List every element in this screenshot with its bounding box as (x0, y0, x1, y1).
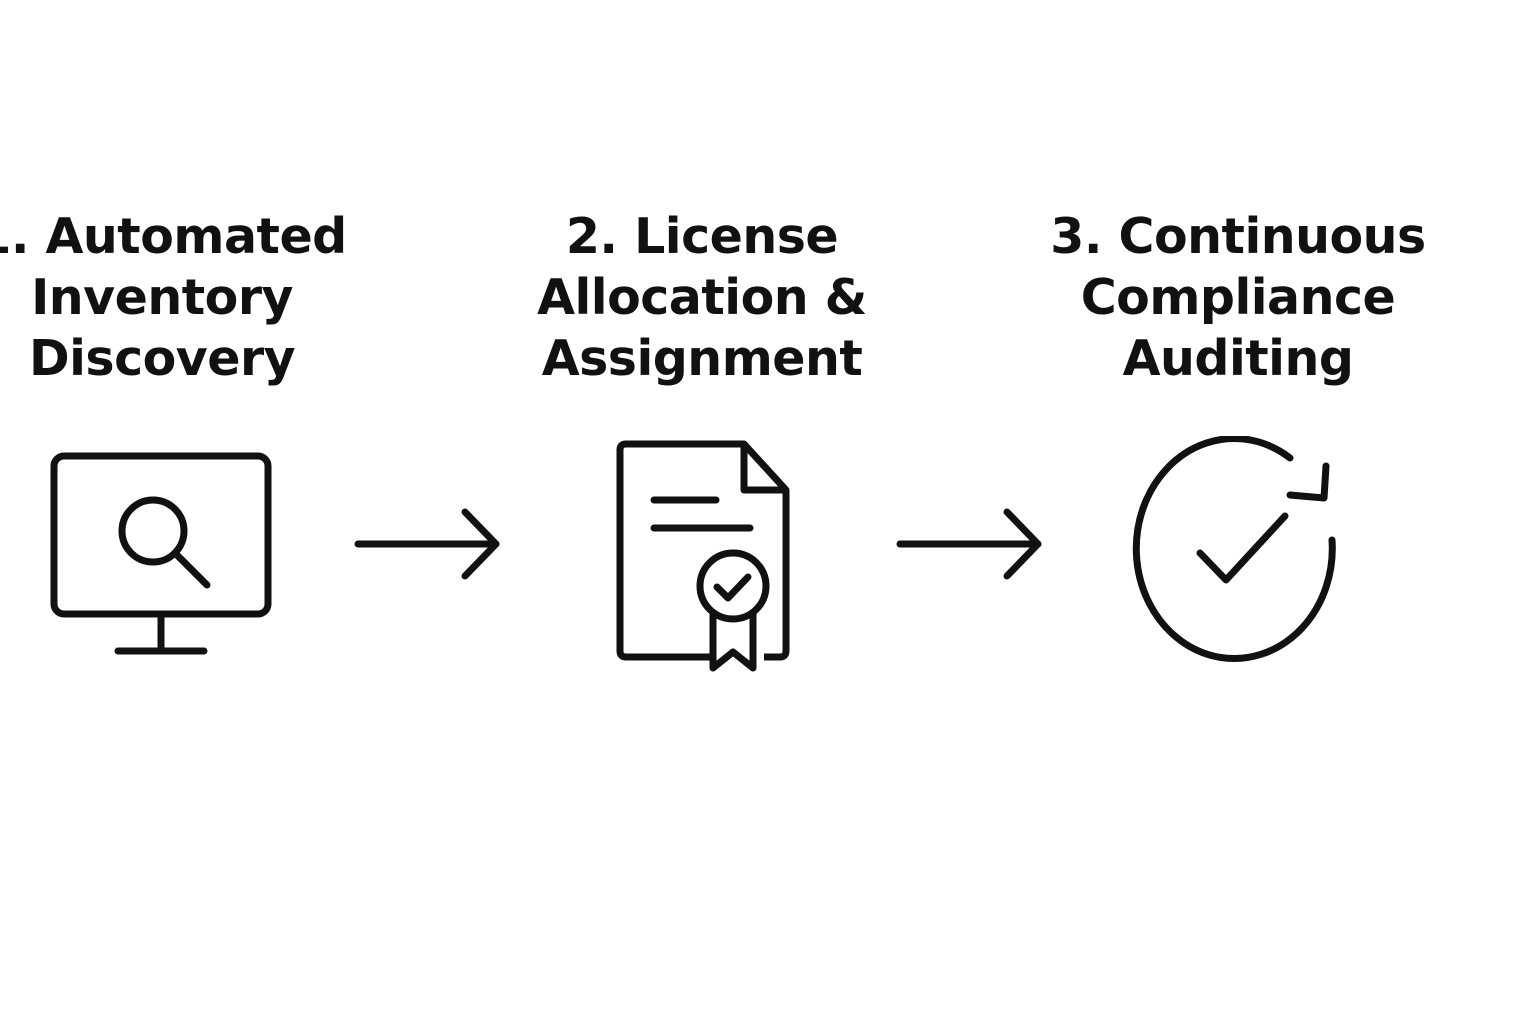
step-3-title-line-3: Auditing (1122, 330, 1354, 387)
step-2-title-line-1: 2. License (565, 208, 839, 265)
step-1-title: 1. Automated Inventory Discovery (0, 206, 402, 389)
refresh-check-icon (1130, 436, 1350, 668)
arrow-right-icon (354, 506, 504, 582)
license-certificate-icon (614, 438, 794, 674)
step-2-title: 2. License Allocation & Assignment (462, 206, 942, 389)
arrow-right-icon (896, 506, 1046, 582)
step-1-title-line-1: 1. Automated (0, 208, 347, 265)
step-2-title-line-2: Allocation & (537, 269, 867, 326)
step-3-title: 3. Continuous Compliance Auditing (998, 206, 1478, 389)
step-3-title-line-2: Compliance (1080, 269, 1396, 326)
step-3-title-line-1: 3. Continuous (1050, 208, 1426, 265)
step-2-title-line-3: Assignment (541, 330, 863, 387)
step-1-title-line-3: Discovery (28, 330, 296, 387)
monitor-search-icon (50, 452, 274, 658)
step-1-title-line-2: Inventory (31, 269, 293, 326)
